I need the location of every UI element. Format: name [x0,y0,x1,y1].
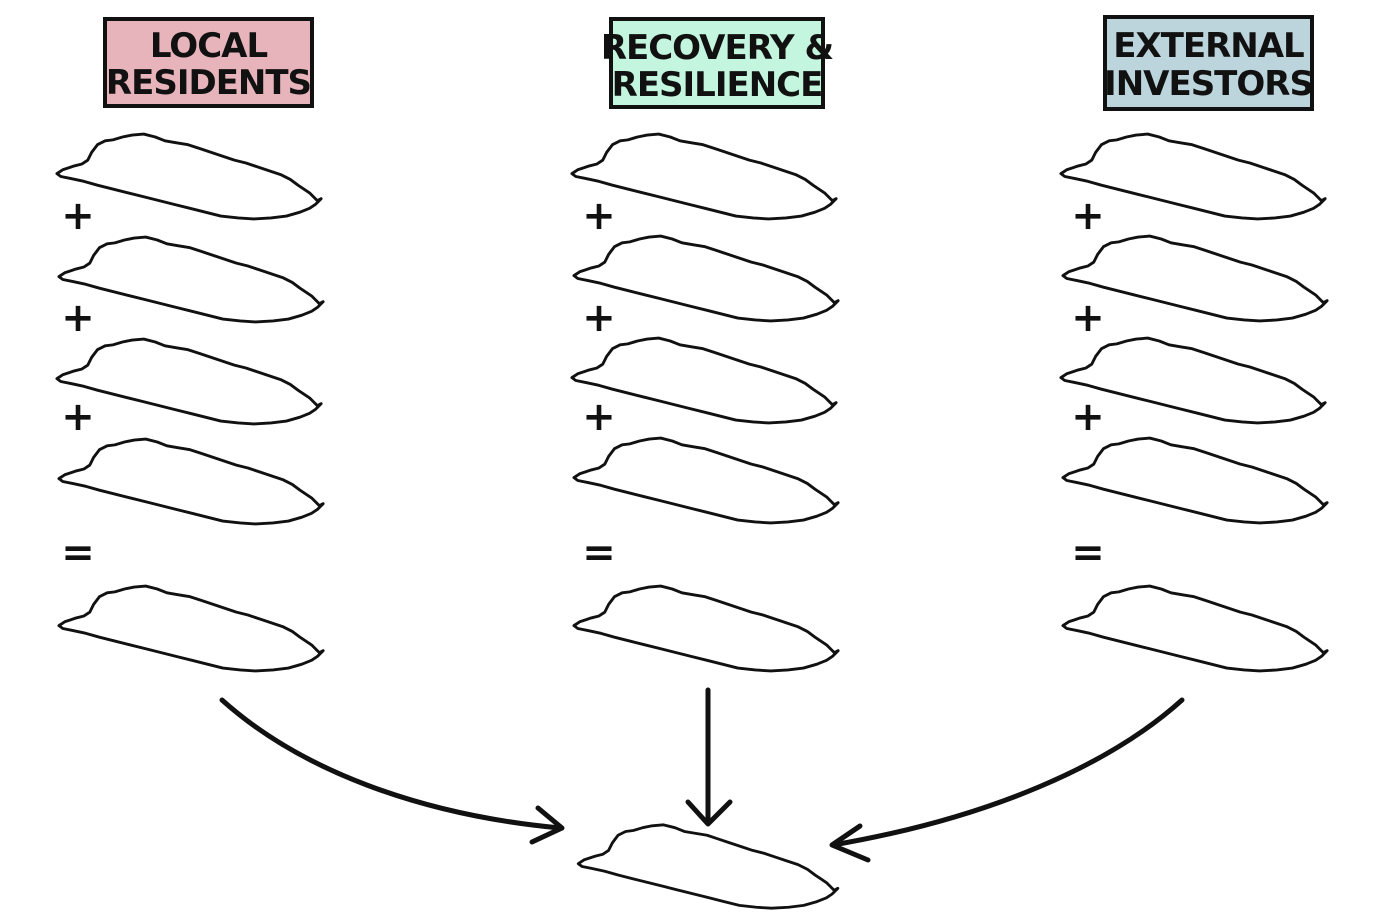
header-local-residents-line1: LOCAL [150,26,268,66]
input-blob [572,436,840,525]
arrow-right-curve [830,697,1185,848]
arrow-center-head [685,799,733,827]
equals-sign: = [582,530,616,576]
header-local-residents-line2: RESIDENTS [106,63,311,103]
header-local-residents: LOCAL RESIDENTS [103,17,314,108]
plus-sign: + [61,394,95,440]
input-blob [55,337,323,426]
header-box-external-investors [1103,15,1314,111]
column-recovery-resilience: RECOVERY & RESILIENCE + + + = [570,17,840,673]
header-box-local-residents [103,17,314,108]
result-blob [572,584,840,673]
arrow-left-curve [219,697,563,831]
plus-sign: + [61,193,95,239]
result-blob [57,584,325,673]
plus-sign: + [61,295,95,341]
result-blob [1061,584,1329,673]
header-recovery-resilience-line1: RECOVERY & [601,28,834,68]
input-blob [1061,436,1329,525]
plus-sign: + [1071,295,1105,341]
header-external-investors-line1: EXTERNAL [1113,26,1304,66]
plus-sign: + [1071,394,1105,440]
column-local-residents: LOCAL RESIDENTS + + + = [55,17,325,673]
arrow-left-head [529,805,565,845]
plus-sign: + [582,193,616,239]
plus-sign: + [582,394,616,440]
input-blob [57,235,325,324]
plus-sign: + [582,295,616,341]
column-external-investors: EXTERNAL INVESTORS + + + = [1059,15,1329,673]
combined-result-blob [576,823,840,910]
input-blob [55,132,323,221]
header-external-investors-line2: INVESTORS [1104,64,1313,104]
converging-arrows [219,687,1185,863]
input-blob [57,437,325,526]
equals-sign: = [61,530,95,576]
arrow-right-head [829,823,871,863]
header-recovery-resilience-line2: RESILIENCE [612,65,823,105]
header-external-investors: EXTERNAL INVESTORS [1103,15,1314,111]
equals-sign: = [1071,530,1105,576]
plus-sign: + [1071,193,1105,239]
header-recovery-resilience: RECOVERY & RESILIENCE [601,17,835,109]
header-box-recovery-resilience [609,17,825,109]
